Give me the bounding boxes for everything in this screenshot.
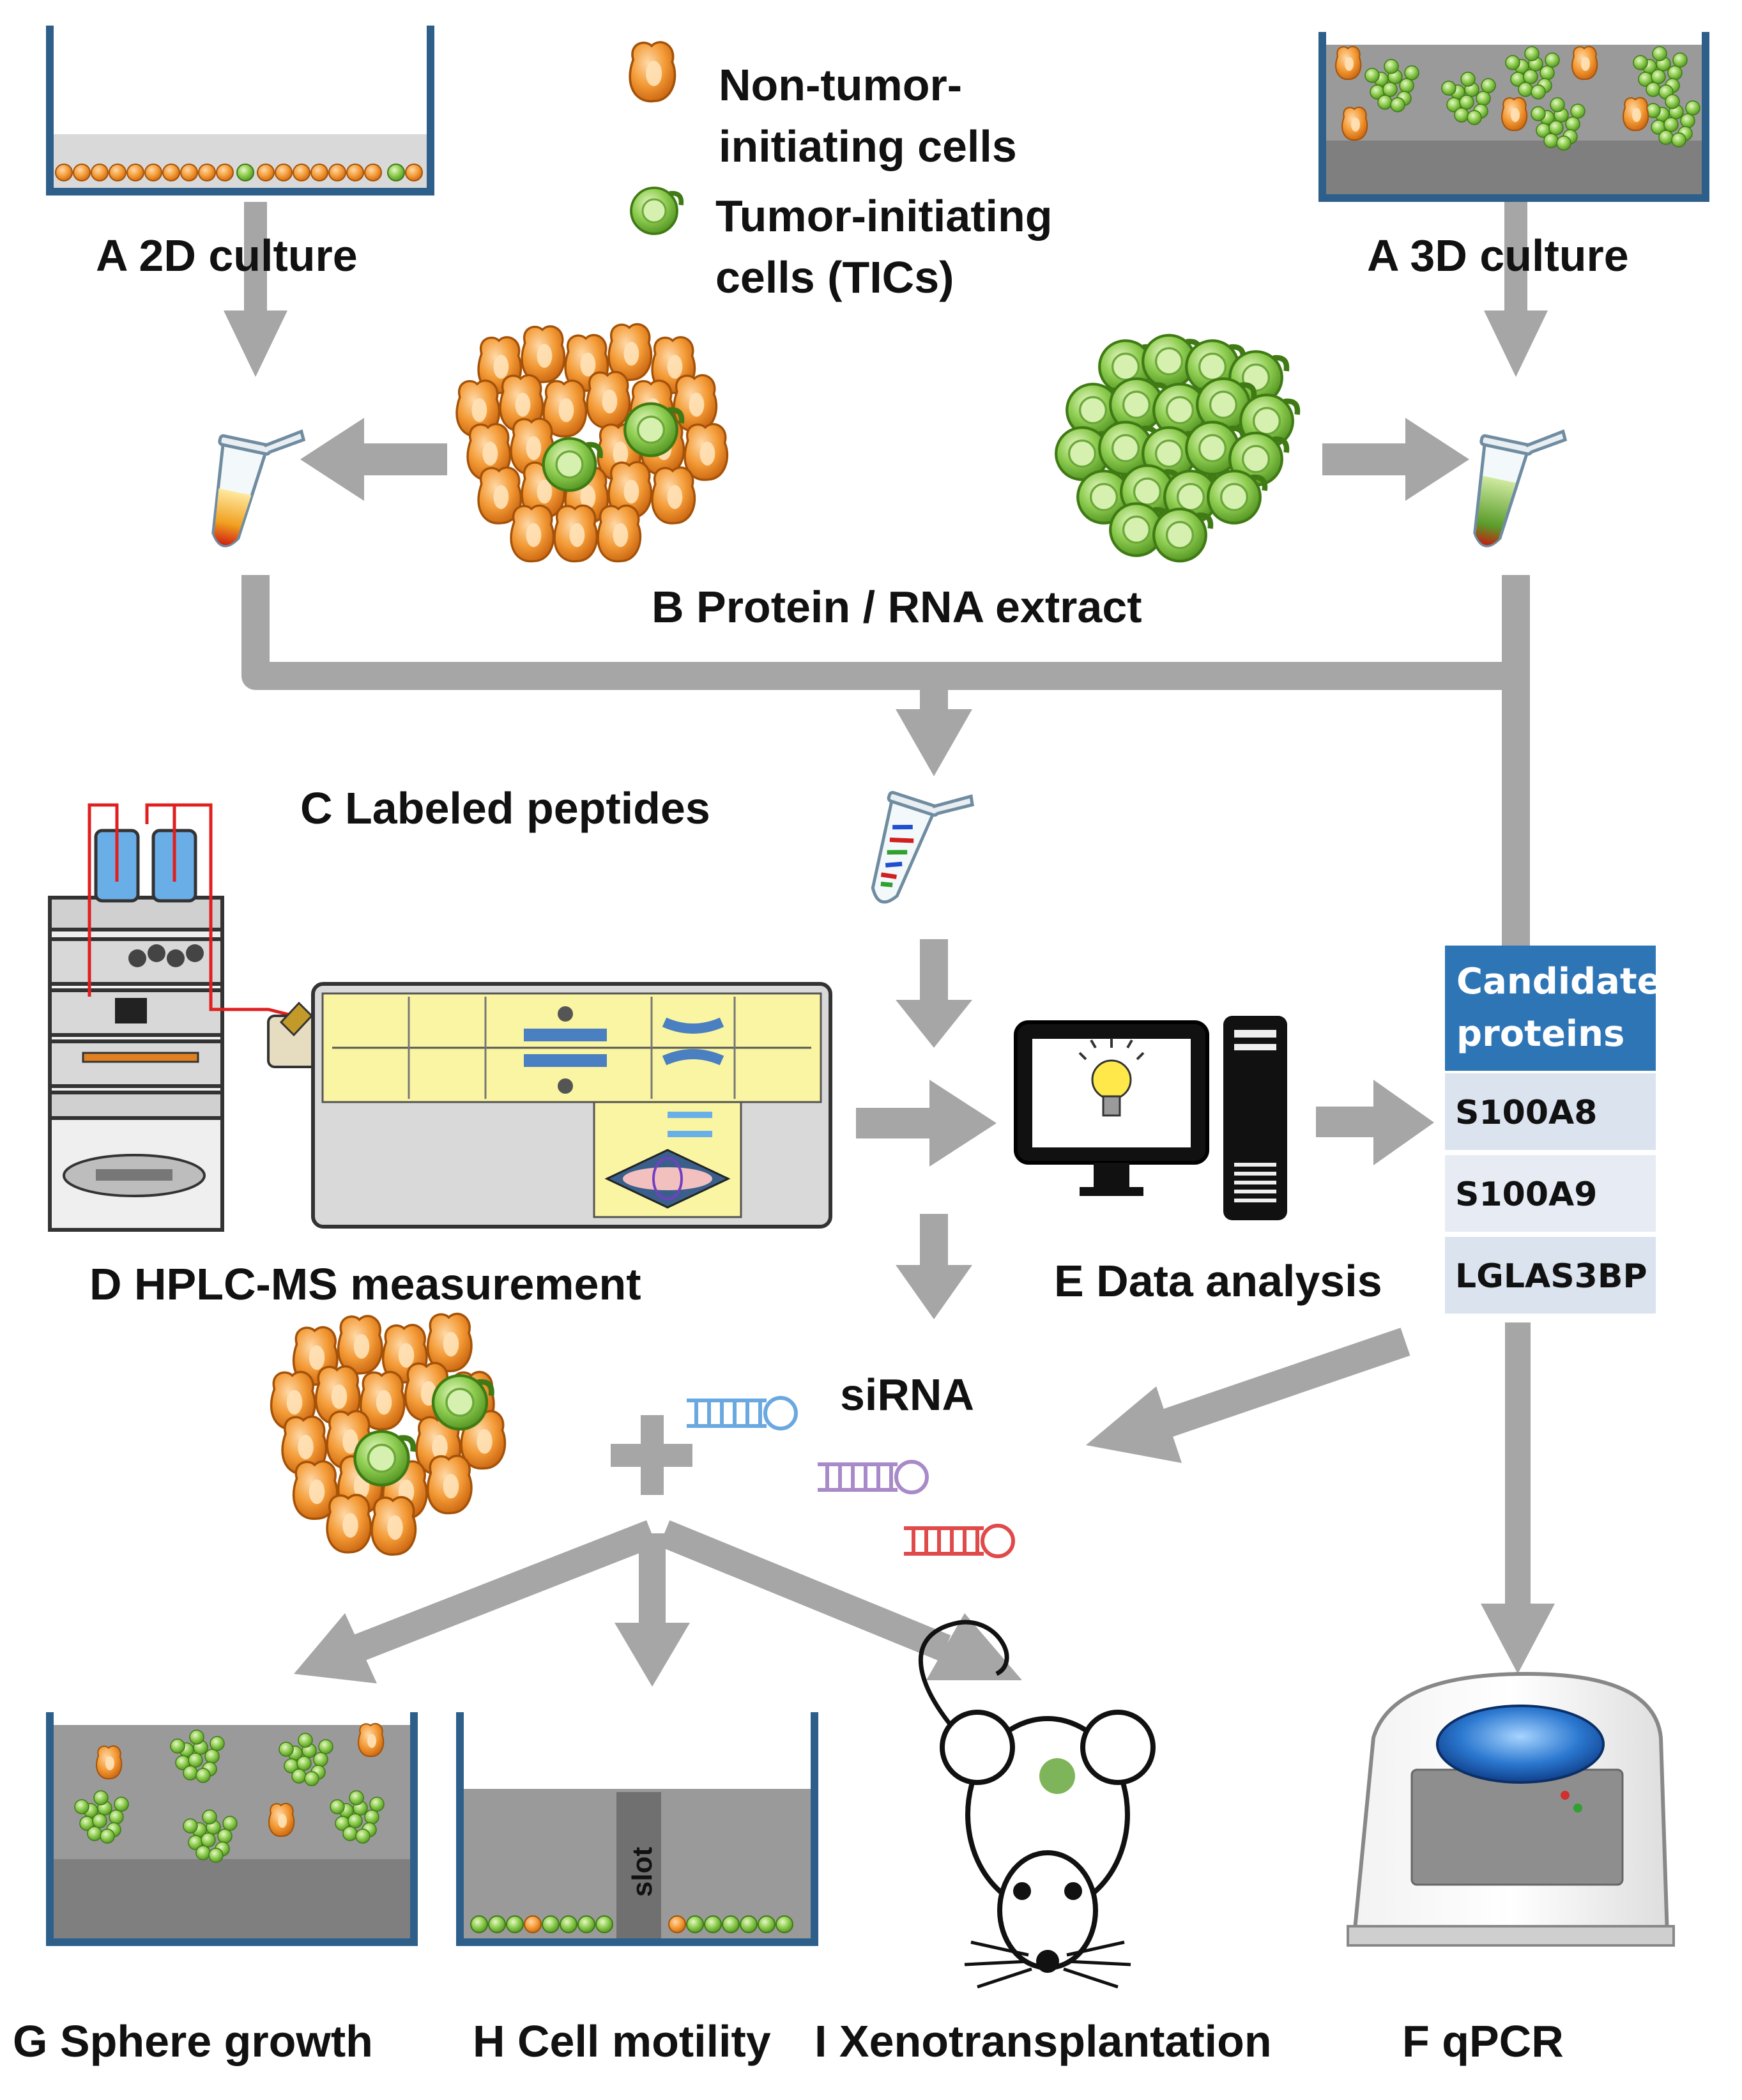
- label-a-2d-culture: A 2D culture: [96, 231, 358, 280]
- culture-well-icon: [46, 26, 434, 195]
- qpcr-machine-icon: [1347, 1671, 1675, 1947]
- candidate-protein-row: LGLAS3BP: [1445, 1234, 1656, 1314]
- tower-pc-icon: [1223, 1016, 1287, 1220]
- tube-icon: [199, 415, 305, 557]
- culture-well-icon: [456, 1712, 818, 1946]
- legend-non-tic-text: Non-tumor- initiating cells: [719, 60, 1017, 171]
- legend-non-tic-label: Non-tumor- initiating cells: [719, 54, 1017, 177]
- culture-well-icon: [1318, 32, 1709, 202]
- cell-cluster-icon: [455, 323, 729, 563]
- legend-tic-icon: [631, 188, 681, 234]
- label-sirna: siRNA: [840, 1370, 975, 1420]
- label-g-sphere-growth: G Sphere growth: [13, 2016, 373, 2066]
- cell-cluster-icon: [1056, 335, 1297, 562]
- label-e-data-analysis: E Data analysis: [1054, 1256, 1382, 1306]
- legend-non-tic-icon: [629, 41, 676, 103]
- mass-spectrometer-icon: [267, 982, 832, 1229]
- tube-icon: [857, 772, 975, 919]
- cell-cluster-icon: [270, 1312, 507, 1556]
- tube-icon: [1460, 415, 1567, 557]
- candidate-proteins-table: Candidate proteins S100A8 S100A9 LGLAS3B…: [1445, 946, 1662, 1322]
- label-h-cell-motility: H Cell motility: [473, 2016, 771, 2066]
- legend-tic-text: Tumor-initiating cells (TICs): [715, 191, 1053, 302]
- candidate-protein-row: S100A8: [1445, 1071, 1656, 1150]
- candidate-protein-row: S100A9: [1445, 1153, 1656, 1232]
- label-f-qpcr: F qPCR: [1402, 2016, 1564, 2066]
- mouse-icon: [918, 1620, 1156, 1989]
- flow-arrows: [224, 202, 1555, 1687]
- culture-well-icon: [46, 1712, 418, 1946]
- candidate-proteins-header: Candidate proteins: [1445, 946, 1662, 1071]
- lc-stack-icon: [48, 803, 294, 1232]
- legend-tic-label: Tumor-initiating cells (TICs): [715, 185, 1053, 308]
- label-b-protein-rna-extract: B Protein / RNA extract: [652, 582, 1142, 632]
- label-c-labeled-peptides: C Labeled peptides: [300, 783, 710, 833]
- label-d-hplc-ms-measurement: D HPLC-MS measurement: [89, 1259, 641, 1309]
- label-a-3d-culture: A 3D culture: [1367, 231, 1629, 280]
- sirna-hairpin-icon: [687, 1396, 1015, 1558]
- slot-label: slot: [627, 1847, 658, 1897]
- label-i-xenotransplantation: I Xenotransplantation: [814, 2016, 1272, 2066]
- lightbulb-icon: [1078, 1038, 1145, 1117]
